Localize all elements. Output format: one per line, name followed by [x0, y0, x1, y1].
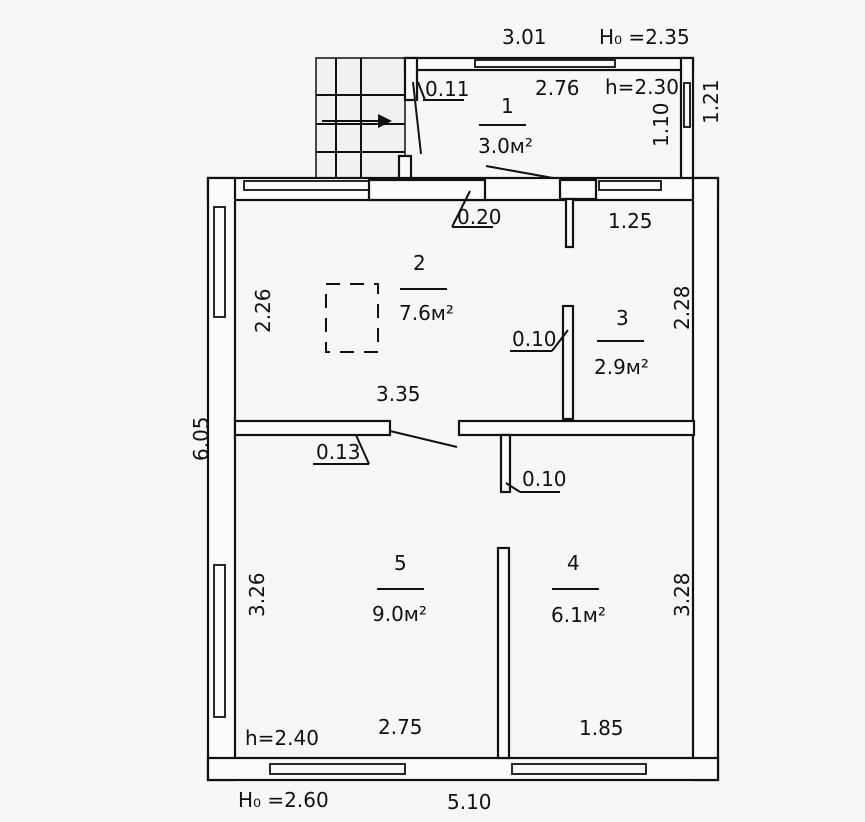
room-4-bottom-length: 1.85 — [579, 716, 624, 740]
entrance-arrow-head — [378, 114, 392, 128]
middle-wall-right — [457, 419, 696, 437]
overall-left-length: 6.05 — [189, 416, 213, 461]
room-2-top-window — [243, 180, 370, 191]
thickness-010-leader — [551, 329, 569, 352]
room-2-left-window — [213, 206, 226, 318]
room-5-height: h=2.40 — [245, 726, 319, 750]
vestibule-length: 3.01 — [502, 25, 547, 49]
room-1-number: 1 — [501, 94, 514, 118]
room-3-partition-thickness: 0.10 — [512, 327, 557, 351]
vestibule-right-inner-width: 1.10 — [649, 102, 673, 147]
room-4-number: 4 — [567, 551, 580, 575]
outer-walls — [206, 176, 720, 782]
vestibule-height: H₀ =2.35 — [599, 25, 690, 49]
room-4-side-length: 3.28 — [670, 572, 694, 617]
vestibule-walls — [397, 56, 695, 182]
room-5-door — [389, 430, 458, 448]
vestibule-left-wall-bottom — [397, 154, 413, 182]
room-1-area: 3.0м² — [478, 134, 533, 158]
vestibule-inner-length: 2.76 — [535, 76, 580, 100]
dimensions: 3.01 H₀ =2.35 2.76 h=2.30 1.21 1.10 0.11… — [189, 25, 723, 814]
room-3-left-partition — [561, 304, 575, 421]
vestibule-right-window — [683, 82, 691, 128]
room-4-area: 6.1м² — [551, 603, 606, 627]
vestibule-top-window — [474, 59, 616, 68]
vestibule-inner-height: h=2.30 — [605, 75, 679, 99]
room-3-number: 3 — [616, 306, 629, 330]
thickness-020-leader — [451, 190, 471, 228]
vestibule-room-3-wall — [558, 178, 598, 201]
room-2-inner-length: 3.35 — [376, 382, 421, 406]
room-4-bottom-window — [511, 763, 647, 775]
wall-thickness-020: 0.20 — [457, 205, 502, 229]
thickness-013-leader — [355, 434, 370, 465]
thickness-011-leader — [417, 81, 426, 101]
room-5-bottom-window — [269, 763, 406, 775]
room-4-left-partition — [496, 546, 511, 760]
room-2-number: 2 — [413, 251, 426, 275]
room-3-top-window — [598, 180, 662, 191]
mid-wall-thickness: 0.13 — [316, 440, 361, 464]
room-3-upper-partition — [564, 197, 575, 249]
vestibule-right-width: 1.21 — [699, 79, 723, 124]
room-2-side-length: 2.26 — [251, 288, 275, 333]
vestibule-room-2-wall — [367, 178, 487, 202]
room-3-area: 2.9м² — [594, 355, 649, 379]
room-2-area: 7.6м² — [399, 301, 454, 325]
interior-partitions — [233, 178, 696, 760]
entrance-block — [315, 57, 406, 181]
room-3-side-length: 2.28 — [670, 285, 694, 330]
wall-thickness-011: 0.11 — [425, 77, 470, 101]
overall-bottom-length: 5.10 — [447, 790, 492, 814]
outer-height: H₀ =2.60 — [238, 788, 329, 812]
room-3-top-length: 1.25 — [608, 209, 653, 233]
middle-wall-left — [233, 419, 392, 437]
entrance-door — [412, 81, 422, 155]
room-5-left-window — [213, 564, 226, 718]
room-4-partition-thickness: 0.10 — [522, 467, 567, 491]
room-5-area: 9.0м² — [372, 602, 427, 626]
thickness-room4-leader — [505, 482, 521, 493]
room-labels: 1 3.0м² 2 7.6м² 3 2.9м² 4 6.1м² 5 9.0м² — [372, 94, 649, 627]
main-right-wall — [691, 176, 720, 782]
chimney-outline — [325, 283, 379, 353]
room-4-door-jamb — [499, 433, 512, 494]
room-5-number: 5 — [394, 551, 407, 575]
room-5-bottom-length: 2.75 — [378, 715, 423, 739]
room-5-side-length: 3.26 — [245, 572, 269, 617]
